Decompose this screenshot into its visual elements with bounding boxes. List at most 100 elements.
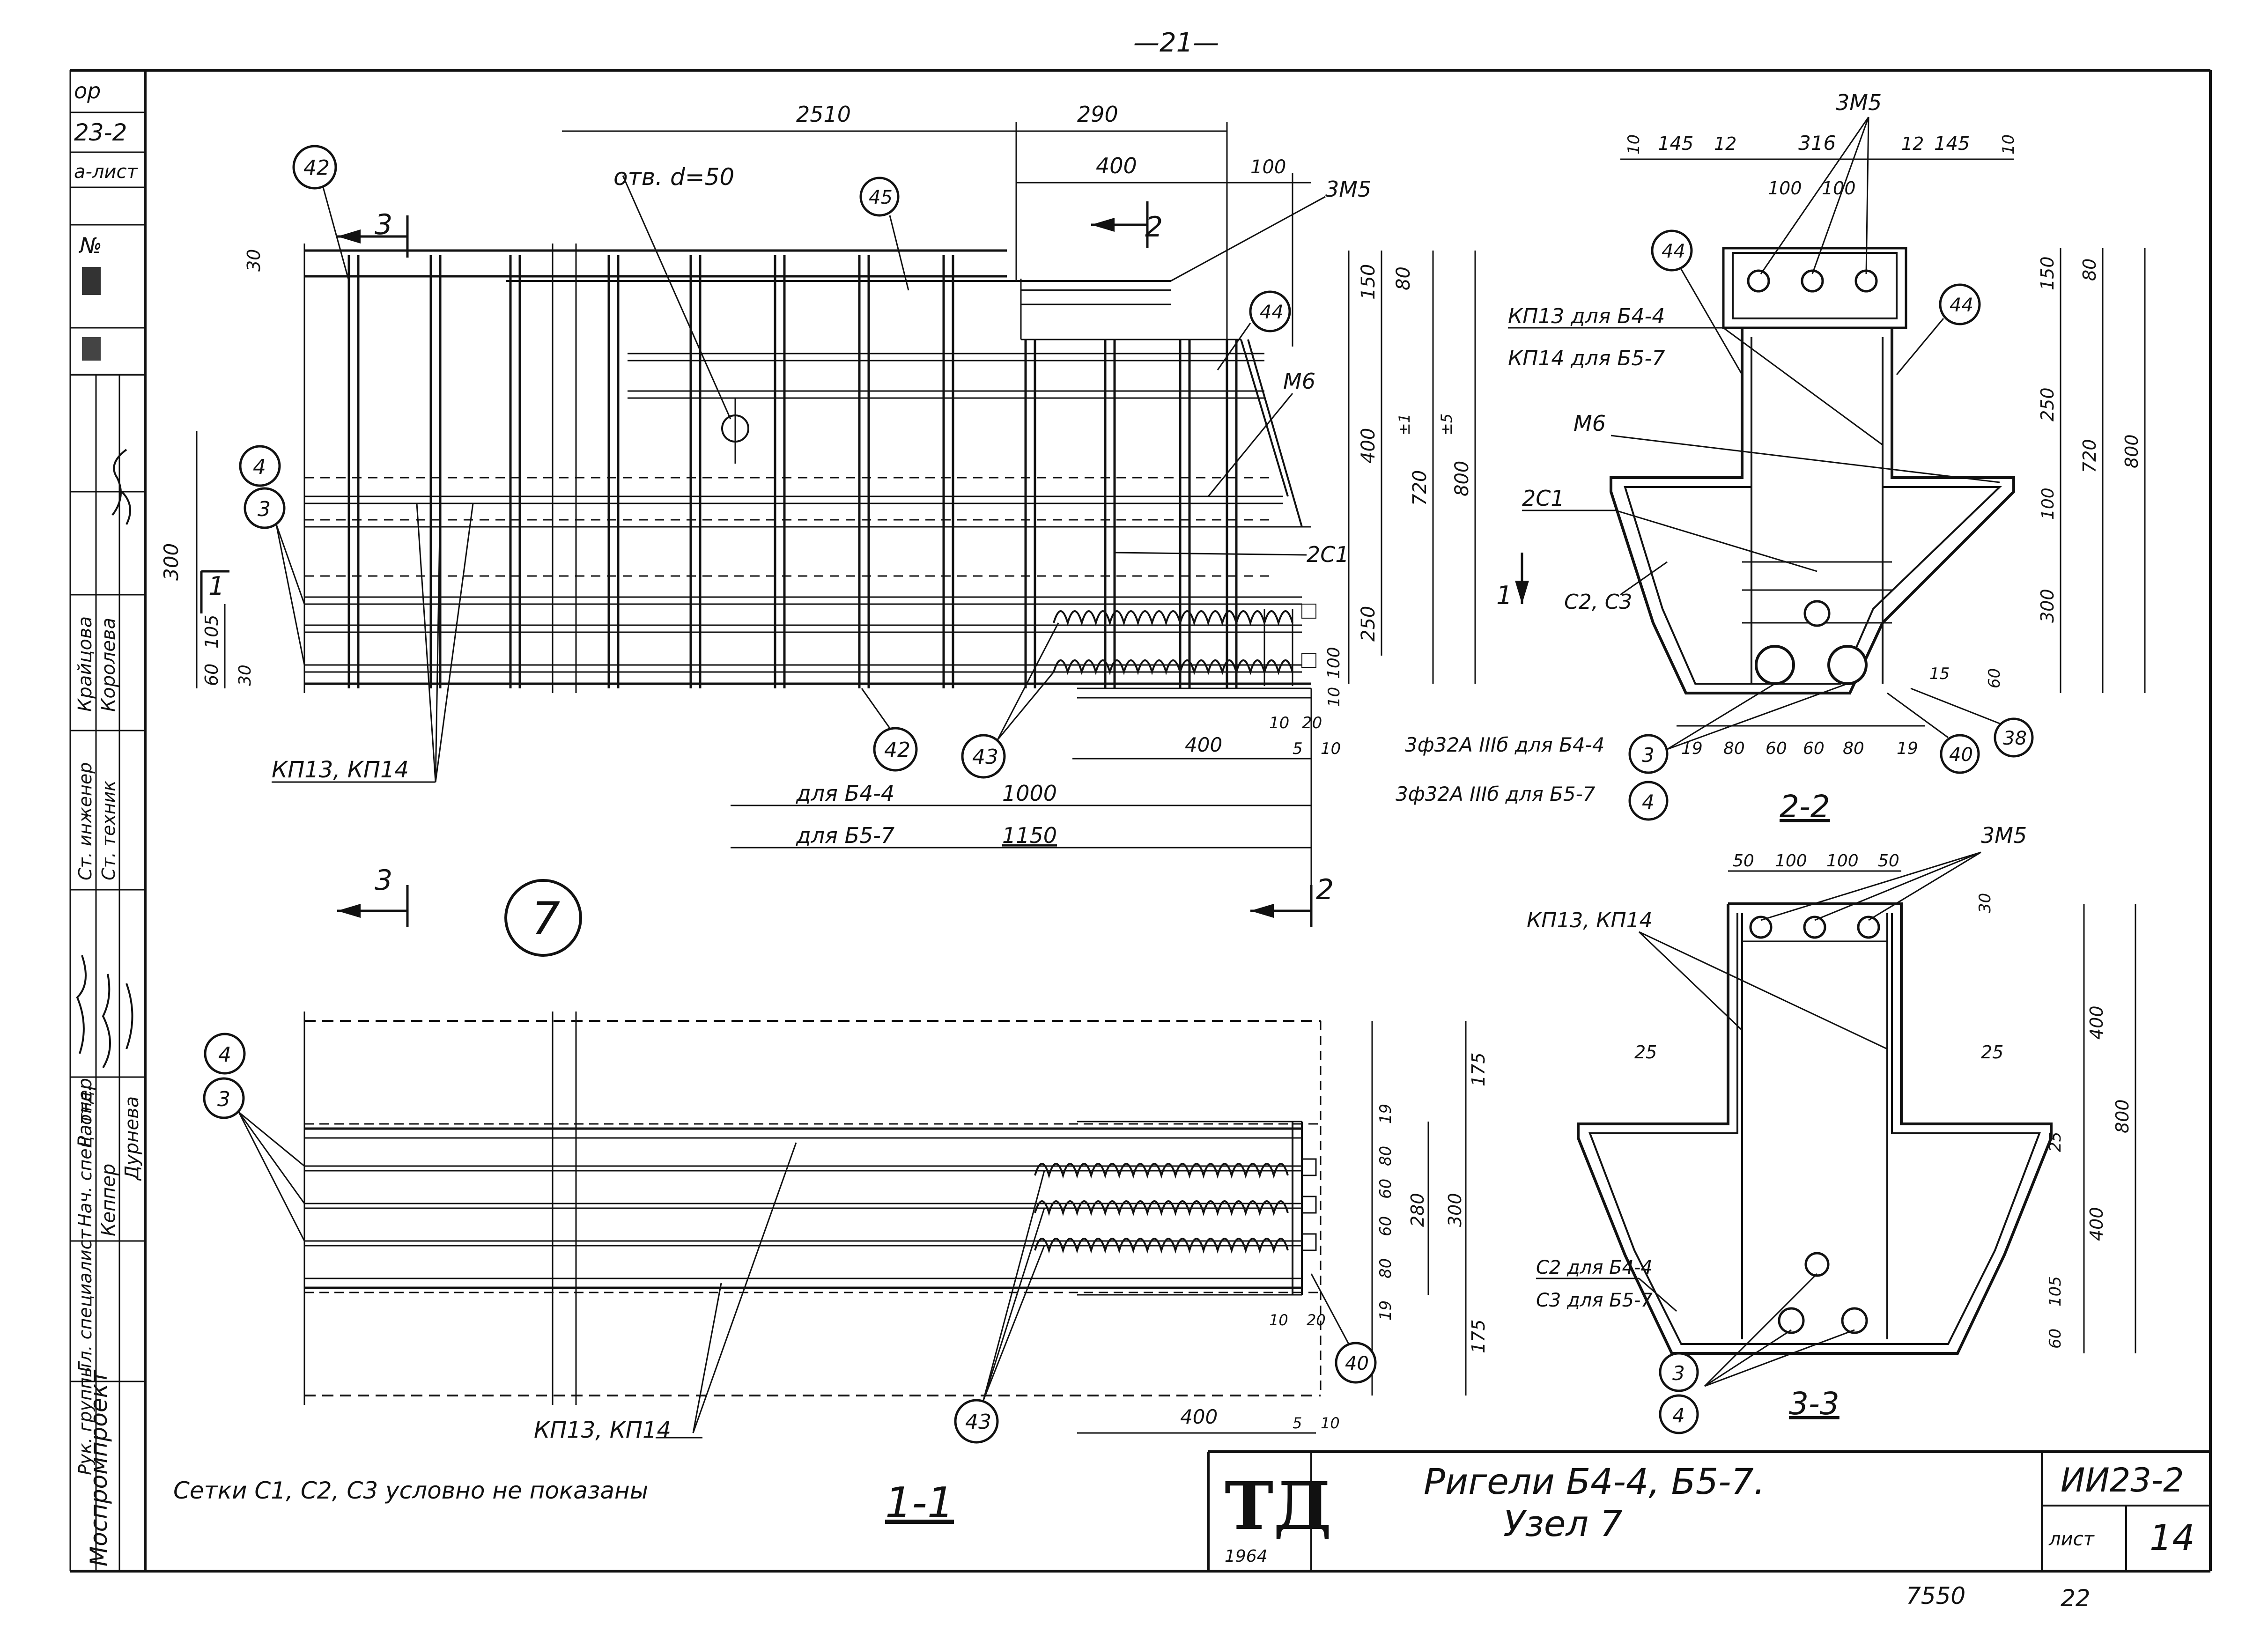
callout-3-sec22: 3 <box>1642 744 1655 767</box>
sidebar-role-2: Гл. специалист <box>75 1229 96 1372</box>
stamp-year: 1964 <box>1225 1547 1268 1566</box>
sec11-dim-80a: 80 <box>1376 1146 1395 1166</box>
page-number: —21— <box>1133 28 1219 58</box>
stamp-logo: ТД <box>1225 1468 1332 1545</box>
sec11-spiral-2 <box>1034 1200 1289 1216</box>
section-3-bottom: 3 <box>375 864 392 897</box>
sec11-dims: 175 19 80 60 280 300 60 80 19 175 10 20 … <box>1077 1021 1489 1434</box>
sec22-dim-60: 60 <box>1985 668 2004 688</box>
sheet-frame <box>69 69 2212 1573</box>
sec22-bars-b57: 3ф32А IIIб для Б5-7 <box>1396 783 1596 805</box>
dim-30-top: 30 <box>244 249 264 272</box>
sec22-label-kp14: КП14 для Б5-7 <box>1508 347 1665 370</box>
callout-43-elev-circle <box>961 734 1006 779</box>
callout-44-right: 44 <box>1950 295 1973 316</box>
sec33-bar-top-right <box>1857 916 1880 939</box>
sec11-dim-175b: 175 <box>1468 1319 1489 1353</box>
callout-44-left: 44 <box>1662 241 1685 262</box>
sec33-dim-400b: 400 <box>2086 1207 2107 1241</box>
sec11-label-kp: КП13, КП14 <box>534 1417 671 1443</box>
sec22-bdim-80b: 80 <box>1843 739 1864 758</box>
sec22-bdim-80a: 80 <box>1723 739 1745 758</box>
note-text: Сетки С1, С2, С3 условно не показаны <box>173 1477 648 1504</box>
sidebar-role-5: Ст. техник <box>98 781 119 880</box>
sidebar-line-4: № <box>78 233 102 258</box>
sidebar-role-3: Нач. спец. отд. <box>75 1086 96 1227</box>
sec22-pitch-1: 100 <box>1768 178 1802 199</box>
sec33-label-c3: С3 для Б5-7 <box>1536 1290 1653 1311</box>
sidebar-name-1: Дурнева <box>121 1096 143 1181</box>
callout-44-right-circle <box>1939 283 1981 325</box>
sec22-dims: 10 145 12 316 12 145 10 100 100 150 80 2… <box>1620 132 2146 758</box>
sec22-bar-bottom-left <box>1755 645 1795 685</box>
sec22-dim-720: 720 <box>2079 439 2100 473</box>
dim-290: 290 <box>1077 102 1118 127</box>
sec33-dim-60: 60 <box>2046 1329 2065 1349</box>
dim-80: 80 <box>1393 266 1414 290</box>
sec33-dim-800: 800 <box>2112 1099 2133 1133</box>
sec22-dim-145a: 145 <box>1658 133 1693 155</box>
callout-44-elev: 44 <box>1260 302 1284 323</box>
dim-30-bottom: 30 <box>236 665 255 686</box>
sec22-bar-bottom-right <box>1827 645 1868 685</box>
sec33-labels: 3М5 КП13, КП14 С2 для Б4-4 С3 для Б5-7 <box>1527 823 2027 1387</box>
callout-3-sec33-circle <box>1659 1352 1699 1392</box>
sec22-dim-10a: 10 <box>1625 134 1643 155</box>
sec11-break <box>303 1012 577 1405</box>
sec22-bdim-19a: 19 <box>1681 739 1703 758</box>
sec11-bdim-10: 10 <box>1269 1311 1288 1329</box>
section-3-top: 3 <box>375 208 392 241</box>
callout-3-elev: 3 <box>258 497 271 521</box>
sec11-bdim-20: 20 <box>1307 1311 1326 1329</box>
label-3m5-elev: 3М5 <box>1325 177 1371 202</box>
callout-4-elev-circle <box>239 445 281 487</box>
label-m6-elev: М6 <box>1283 369 1315 394</box>
sec22-dim-10b: 10 <box>1999 134 2018 155</box>
callout-4-sec22: 4 <box>1642 790 1655 813</box>
sec11-dim-60b: 60 <box>1376 1216 1395 1236</box>
sec22-dim-150: 150 <box>2037 256 2058 290</box>
label-for-b57: для Б5-7 <box>796 823 894 848</box>
callout-40-sec22: 40 <box>1949 744 1973 766</box>
callout-45-circle <box>859 177 900 217</box>
sec22-dim-300: 300 <box>2037 589 2058 623</box>
dim-720: 720 <box>1409 470 1431 506</box>
sec22-label-m6: М6 <box>1574 411 1606 436</box>
elevation-bottom-dims: 10 20 5 10 400 для Б4-4 1000 для Б5-7 11… <box>731 688 1341 890</box>
section-1-1: 175 19 80 60 280 300 60 80 19 175 10 20 … <box>303 1012 1489 1443</box>
sec33-label-kp: КП13, КП14 <box>1527 908 1653 932</box>
sec22-dim-80: 80 <box>2079 258 2100 281</box>
callout-44-elev-circle <box>1249 290 1291 332</box>
sec22-bdim-19b: 19 <box>1897 739 1918 758</box>
dim-400-top: 400 <box>1096 153 1137 178</box>
stamp-title-1: Ригели Б4-4, Б5-7. <box>1424 1461 1765 1502</box>
elevation-right-dims: 150 80 400 ±1 ±5 720 800 250 100 10 <box>1324 251 1476 707</box>
dim-150: 150 <box>1358 264 1379 300</box>
sec33-bar-top-left <box>1749 916 1773 939</box>
dim-800: 800 <box>1451 461 1473 496</box>
sec22-dim-12b: 12 <box>1901 133 1924 154</box>
callout-38: 38 <box>2003 728 2027 749</box>
elevation-left-dims: 30 300 105 60 30 <box>160 249 264 688</box>
stamp-sheet-no: 14 <box>2150 1517 2195 1558</box>
callout-3-elev-circle <box>244 487 286 529</box>
sec22-bar-top-left <box>1747 269 1770 293</box>
callout-4-sec33-circle <box>1659 1394 1699 1434</box>
callout-40-sec11-circle <box>1335 1342 1377 1384</box>
callout-4-elev: 4 <box>253 455 266 479</box>
callout-42-bottom-circle <box>873 727 918 772</box>
elevation-labels: 3М5 М6 2С1 КП13, КП14 <box>272 177 1371 783</box>
sidebar-line-2: 23-2 <box>74 119 127 146</box>
sec11-dim-300: 300 <box>1445 1193 1465 1227</box>
callout-45: 45 <box>869 187 893 208</box>
dim-300-left: 300 <box>160 543 183 581</box>
sec22-dim-250: 250 <box>2037 387 2058 421</box>
sec33-dim-105: 105 <box>2046 1276 2065 1307</box>
elevation-stirrups <box>347 255 1238 688</box>
sec22-title: 2-2 <box>1780 789 1830 825</box>
sec22-dim-15: 15 <box>1929 665 1950 683</box>
elevation-spiral-lower <box>1053 659 1293 675</box>
dim-10-bottom: 10 <box>1269 714 1289 732</box>
title-block: ТД 1964 Ригели Б4-4, Б5-7. Узел 7 ИИ23-2… <box>1207 1450 2210 1571</box>
callout-44-left-circle <box>1651 229 1693 272</box>
